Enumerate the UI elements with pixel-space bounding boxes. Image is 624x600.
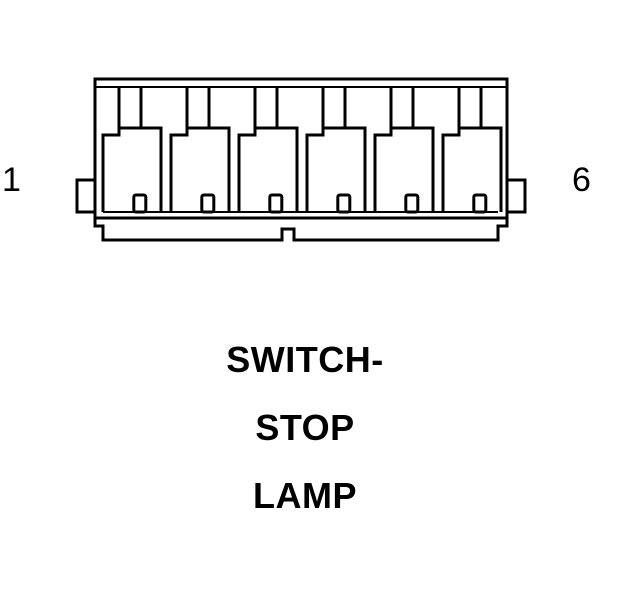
terminal-slot [336, 193, 352, 214]
cavity-wall [481, 126, 503, 212]
right-latch [505, 178, 527, 214]
caption-line-stop: STOP [255, 407, 355, 448]
cavity-wall [141, 126, 163, 212]
cavity-outline [185, 87, 211, 130]
cavity-wall [345, 126, 367, 212]
terminal-slot [472, 193, 488, 214]
caption-line-lamp: LAMP [253, 475, 357, 516]
terminal-slot [132, 193, 148, 214]
pin-number-first: 1 [2, 161, 21, 199]
cavity-outline [457, 87, 483, 130]
cavity-wall [209, 126, 231, 212]
pin-number-last: 6 [572, 161, 591, 199]
cavity-well [441, 128, 461, 212]
cavity-outline [321, 87, 347, 130]
caption-line-switch: SWITCH- [226, 339, 384, 380]
cavity-wall [413, 126, 435, 212]
left-latch [75, 178, 97, 214]
cavity-outline [389, 87, 415, 130]
cavity-group [101, 87, 503, 214]
terminal-slot [200, 193, 216, 214]
cavity-well [305, 128, 325, 212]
cavity-wall [277, 126, 299, 212]
terminal-slot [404, 193, 420, 214]
cavity-well [169, 128, 189, 212]
cavity-outline [253, 87, 279, 130]
connector-housing [93, 77, 509, 220]
cavity-well [237, 128, 257, 212]
cavity-well [373, 128, 393, 212]
cavity-outline [117, 87, 143, 130]
connector-skirt [93, 218, 509, 242]
terminal-slot [268, 193, 284, 214]
cavity-well [101, 128, 121, 212]
connector-diagram [75, 77, 527, 242]
connector-body [75, 77, 527, 242]
